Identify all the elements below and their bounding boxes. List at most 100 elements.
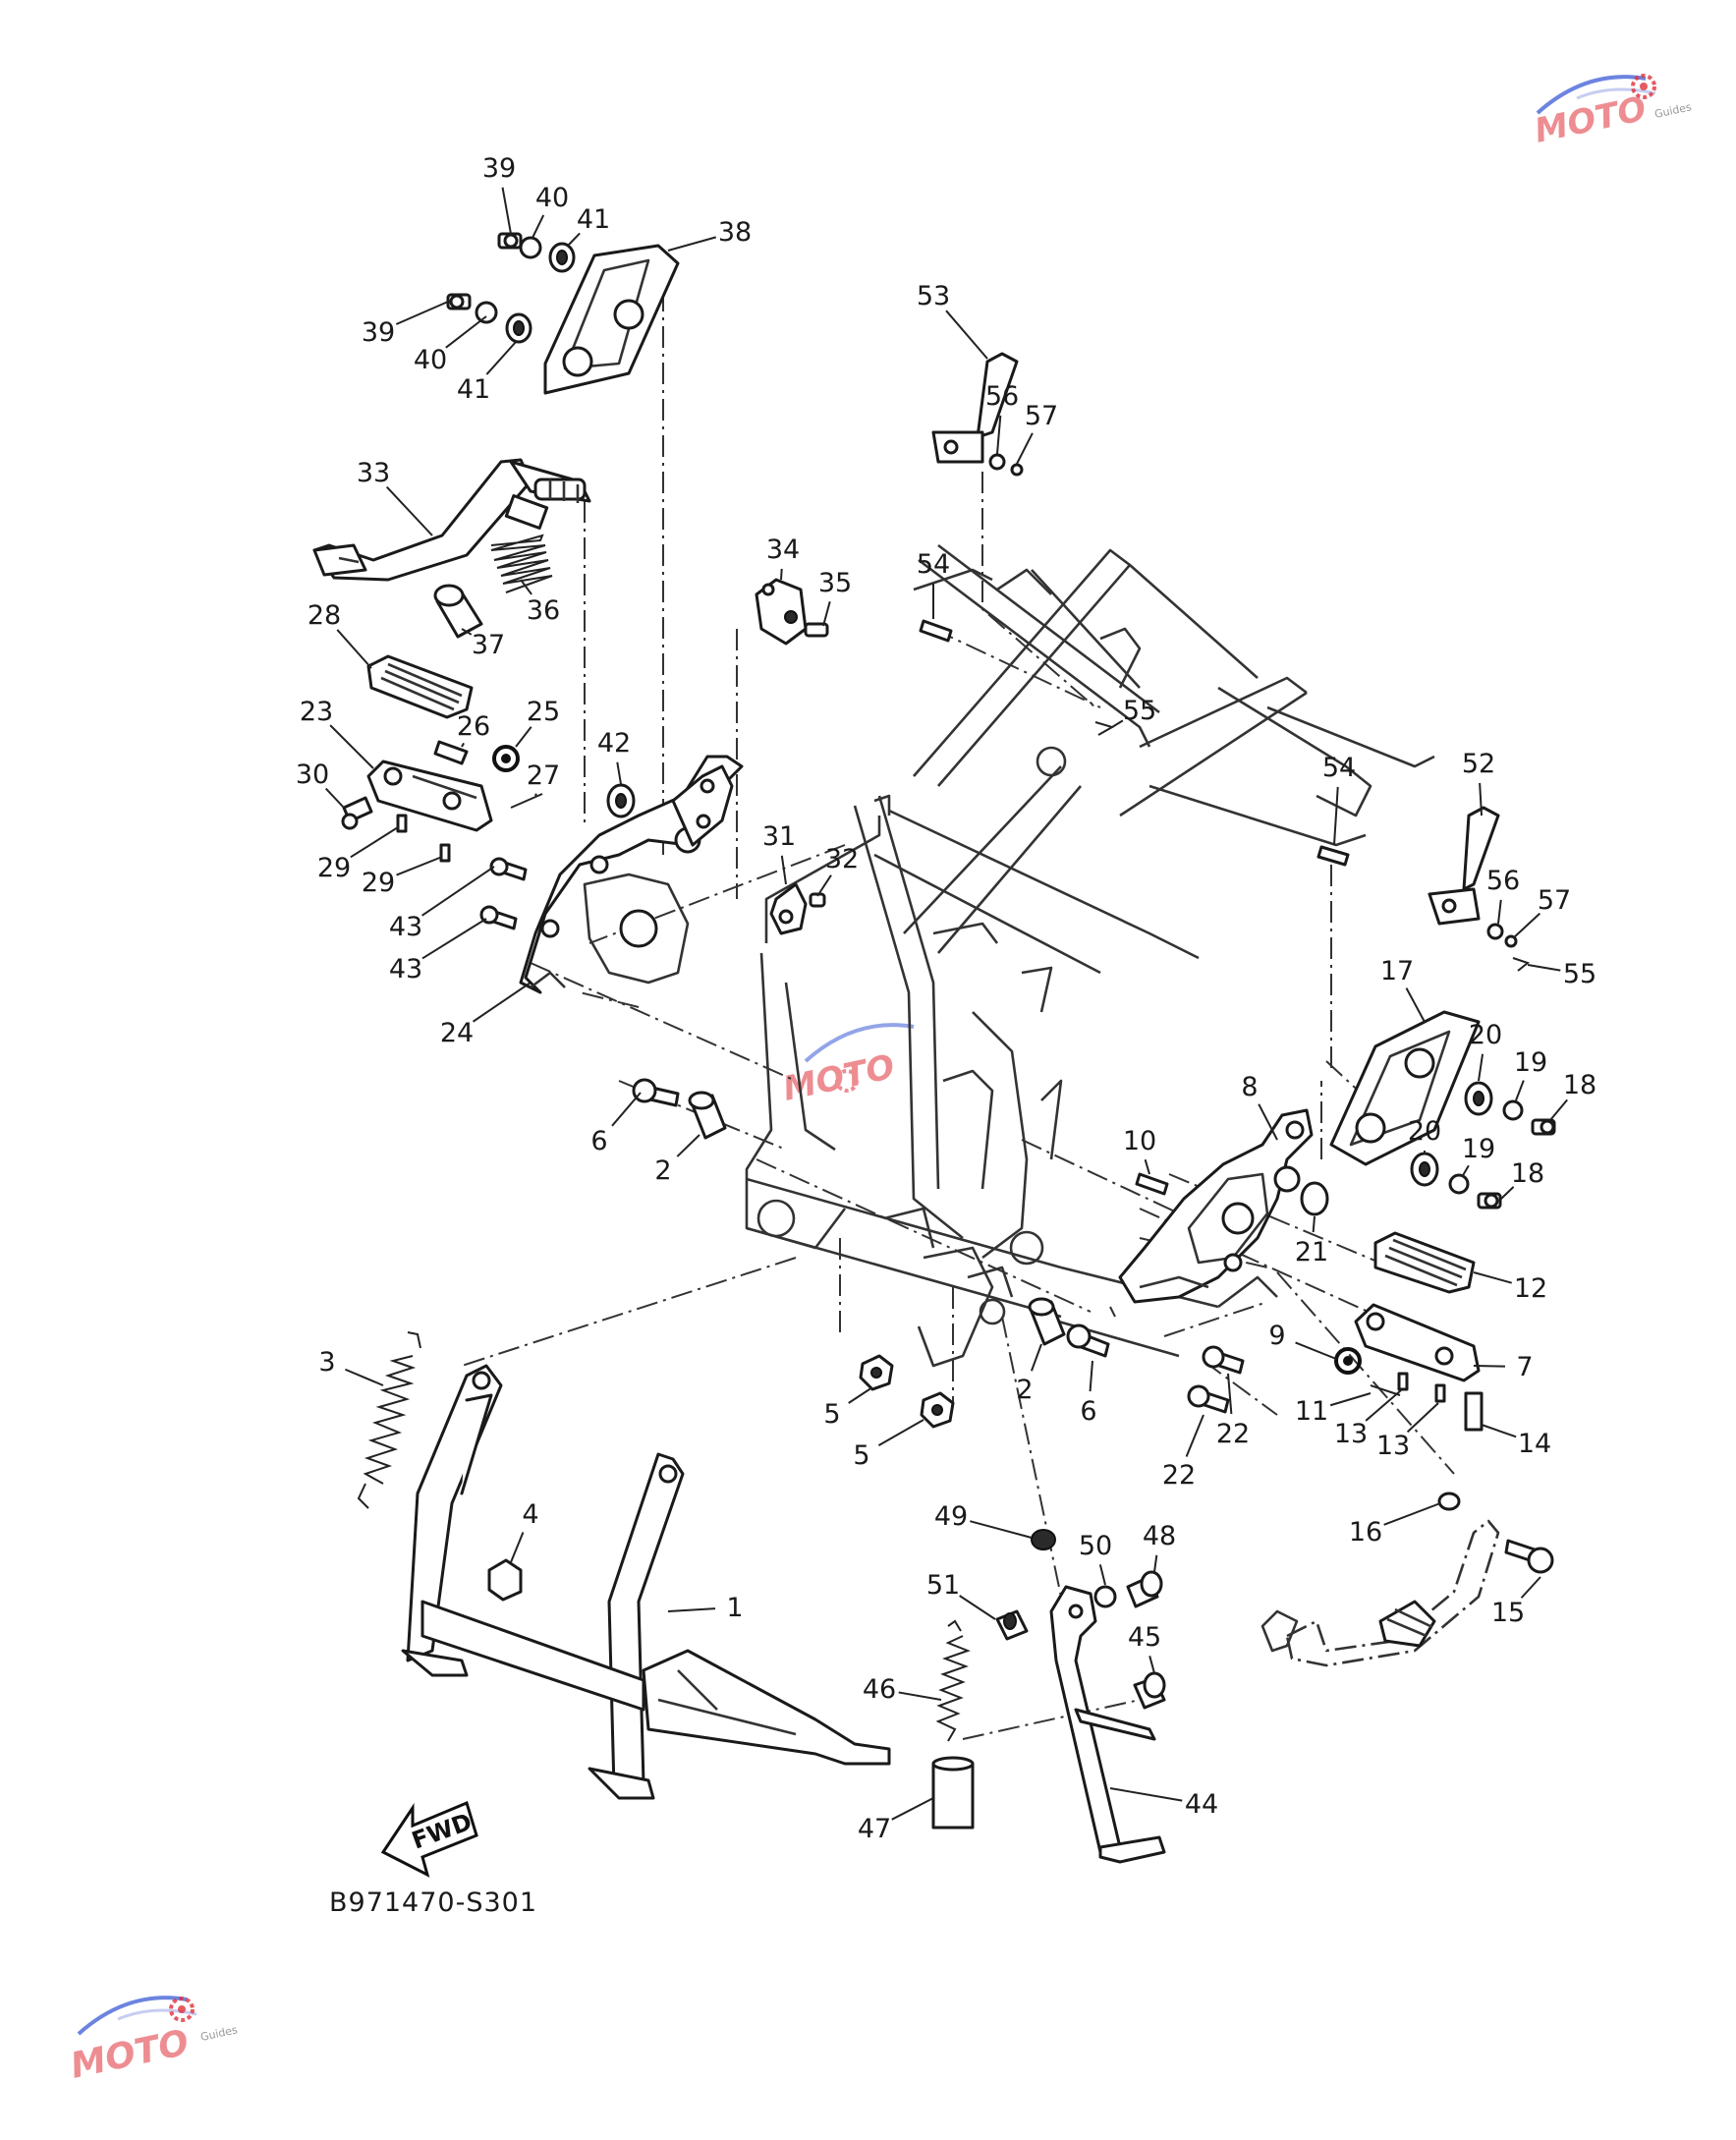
part-55-cotter-lower	[1512, 957, 1531, 972]
part-18-bolt-b	[1477, 1192, 1502, 1210]
callout-39: 39	[362, 317, 395, 348]
callout-leader-16	[1383, 1502, 1441, 1526]
callout-leader-7	[1473, 1365, 1506, 1368]
part-6-bolt-upper	[632, 1078, 680, 1107]
callout-leader-50	[1098, 1564, 1106, 1586]
callout-5: 5	[823, 1399, 840, 1430]
callout-22: 22	[1162, 1460, 1196, 1491]
callout-29: 29	[362, 868, 395, 898]
part-27-cotter	[510, 793, 543, 809]
part-23-footrest	[366, 760, 493, 832]
part-34-bracket	[755, 578, 808, 646]
callout-leader-9	[1295, 1341, 1337, 1360]
callout-leader-40	[532, 214, 545, 239]
gear-icon	[169, 1997, 195, 2022]
part-31-bracket	[769, 882, 808, 935]
watermark-sub-bottom: Guides	[199, 2023, 239, 2044]
callout-leader-11	[1329, 1392, 1372, 1407]
callout-leader-17	[1405, 987, 1426, 1023]
callout-leader-57	[1016, 432, 1034, 465]
callout-24: 24	[440, 1018, 474, 1048]
part-48-bolt	[1126, 1570, 1163, 1608]
callout-42: 42	[597, 728, 631, 759]
part-40-washer-upper	[519, 236, 542, 259]
watermark-logo-bottom: MOTO Guides	[67, 1996, 239, 2087]
callout-35: 35	[818, 568, 852, 598]
part-13-screw-b	[1434, 1383, 1446, 1403]
callout-1: 1	[726, 1593, 743, 1623]
part-22-bolt-upper	[1202, 1345, 1245, 1375]
callout-53: 53	[917, 281, 950, 311]
callout-54: 54	[917, 549, 950, 580]
callout-leader-22	[1185, 1414, 1204, 1457]
callout-leader-31	[780, 855, 787, 885]
callout-46: 46	[863, 1674, 896, 1705]
part-46-spring	[935, 1619, 971, 1742]
part-41-collar-upper	[548, 242, 576, 273]
callout-leader-55	[1111, 719, 1124, 728]
part-56-washer-upper	[988, 453, 1006, 471]
callout-leader-14	[1481, 1424, 1517, 1438]
callout-55: 55	[1563, 959, 1596, 989]
callout-leader-39	[501, 187, 512, 235]
callout-leader-57	[1512, 912, 1541, 939]
callout-leader-29	[396, 856, 443, 876]
callout-leader-25	[515, 726, 532, 748]
callout-18: 18	[1563, 1070, 1596, 1100]
part-35-bolt	[804, 622, 829, 638]
part-36-spring	[490, 534, 553, 593]
callout-leader-20	[1478, 1053, 1484, 1082]
callout-leader-45	[1148, 1656, 1155, 1674]
callout-leader-49	[970, 1520, 1033, 1539]
callout-leader-37	[461, 628, 473, 636]
part-39-bolt-lower	[446, 293, 472, 310]
callout-5: 5	[853, 1440, 869, 1471]
part-54-pin-upper	[919, 619, 953, 643]
watermark-text-bottom: MOTO	[67, 2022, 192, 2086]
part-29-screw-a	[396, 814, 408, 833]
callout-leader-4	[510, 1532, 525, 1563]
callout-leader-36	[520, 579, 532, 595]
part-41-collar-lower	[505, 312, 532, 344]
shift-pedal-reference	[1260, 1519, 1500, 1667]
part-32-bolt	[809, 892, 826, 908]
part-39-bolt-upper	[497, 232, 523, 250]
callout-leader-35	[822, 601, 831, 627]
callout-57: 57	[1538, 885, 1571, 916]
callout-leader-32	[816, 874, 832, 897]
part-30-bolt	[341, 796, 373, 830]
callout-39: 39	[482, 153, 516, 184]
callout-leader-47	[891, 1797, 934, 1821]
callout-16: 16	[1349, 1517, 1382, 1548]
callout-leaders	[324, 187, 1568, 1821]
callout-12: 12	[1514, 1273, 1547, 1304]
callout-13: 13	[1376, 1431, 1410, 1461]
callout-6: 6	[1080, 1396, 1096, 1427]
part-6-bolt-lower	[1066, 1323, 1110, 1358]
callout-41: 41	[457, 374, 490, 405]
part-18-bolt-a	[1531, 1118, 1556, 1136]
callout-leader-34	[780, 568, 783, 581]
callout-leader-46	[898, 1691, 942, 1701]
part-2-collar-lower	[1028, 1297, 1066, 1346]
part-57-pin-upper	[1010, 463, 1024, 477]
part-20-collar-b	[1410, 1152, 1439, 1187]
callout-leader-21	[1312, 1215, 1316, 1233]
part-51-bushing	[995, 1609, 1029, 1641]
callout-leader-19	[1515, 1080, 1525, 1101]
part-53-pillion-bracket	[931, 352, 1019, 464]
part-40-washer-lower	[475, 301, 498, 324]
callout-37: 37	[472, 630, 505, 660]
part-47-cover	[931, 1756, 975, 1830]
callout-14: 14	[1518, 1429, 1551, 1459]
callout-38: 38	[718, 217, 752, 248]
callout-leader-15	[1520, 1576, 1541, 1599]
callout-20: 20	[1469, 1020, 1502, 1050]
callout-leader-56	[1497, 899, 1502, 925]
watermark-text-center: MOTO	[780, 1047, 899, 1109]
callout-48: 48	[1143, 1521, 1176, 1551]
callout-leader-52	[1479, 782, 1483, 817]
callout-26: 26	[457, 711, 490, 742]
callout-55: 55	[1123, 696, 1156, 726]
